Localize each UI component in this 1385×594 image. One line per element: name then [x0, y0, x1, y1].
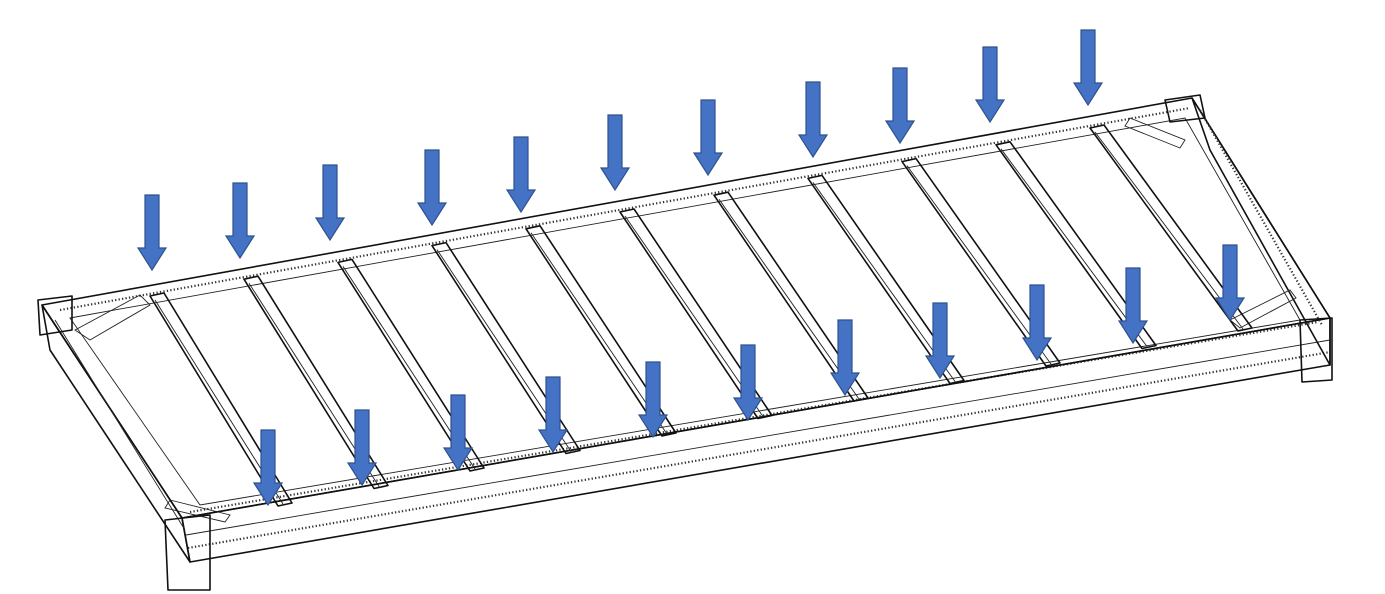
corner-fitting-back-left: [37, 295, 73, 336]
arrow-down-icon: [797, 81, 829, 159]
crossbar-flange: [530, 232, 668, 435]
left-end-beam: [41, 304, 191, 563]
arrow-down-icon: [416, 149, 448, 227]
arrow-down-icon: [692, 99, 724, 177]
back-rail-corrugation: [59, 106, 1191, 312]
arrow-down-icon: [442, 394, 474, 472]
arrow-down-icon: [924, 302, 956, 380]
crossbar-flange: [1094, 131, 1244, 330]
front-beam-corrugation: [187, 350, 1331, 550]
left-end-line: [54, 319, 186, 531]
arrow-down-icon: [346, 409, 378, 487]
frame-drawing: [37, 94, 1333, 591]
crossbar: [619, 208, 773, 420]
crossbar-flange: [812, 182, 956, 382]
arrow-down-icon: [1072, 29, 1104, 107]
crossbar: [807, 174, 965, 385]
gusset-back-left: [74, 294, 151, 341]
crossbar-flange: [718, 198, 860, 400]
arrow-down-icon: [252, 429, 284, 507]
arrow-down-icon: [1117, 267, 1149, 345]
right-end-corrugation: [1199, 109, 1323, 326]
arrow-down-icon: [637, 361, 669, 439]
crossbar-flange: [624, 215, 764, 417]
load-arrows: [136, 29, 1246, 507]
crossbar: [337, 258, 485, 472]
gusset-back-right: [1124, 117, 1186, 149]
arrow-down-icon: [1214, 244, 1246, 322]
crossbar: [431, 241, 581, 455]
crossbar: [901, 157, 1061, 367]
corner-fitting-back-right: [1164, 94, 1206, 123]
crossbar: [995, 141, 1157, 350]
corner-leg-front-right: [1299, 317, 1333, 383]
crossbar: [713, 191, 869, 402]
corner-leg-front-left: [164, 514, 211, 591]
crossbar: [1089, 124, 1253, 332]
crossbar: [149, 292, 293, 507]
arrow-down-icon: [1021, 284, 1053, 362]
arrow-down-icon: [974, 46, 1006, 124]
front-beam-line: [185, 339, 1331, 536]
arrow-down-icon: [732, 344, 764, 422]
crossbar: [525, 225, 677, 437]
front-rail-corrugation: [189, 320, 1319, 514]
arrow-down-icon: [136, 194, 168, 272]
front-side-beam: [181, 317, 1331, 563]
gusset-front-right: [1229, 289, 1297, 329]
gusset-front-left: [164, 499, 231, 523]
arrow-down-icon: [505, 136, 537, 214]
arrow-down-icon: [599, 114, 631, 192]
arrow-down-icon: [829, 319, 861, 397]
crossbar-flange: [1000, 148, 1148, 347]
crossbar-flange: [906, 165, 1052, 365]
right-end-beam: [1191, 97, 1331, 366]
arrow-down-icon: [314, 164, 346, 242]
arrow-down-icon: [884, 67, 916, 145]
crossbar: [243, 275, 389, 490]
arrow-down-icon: [537, 376, 569, 454]
arrow-down-icon: [224, 182, 256, 260]
